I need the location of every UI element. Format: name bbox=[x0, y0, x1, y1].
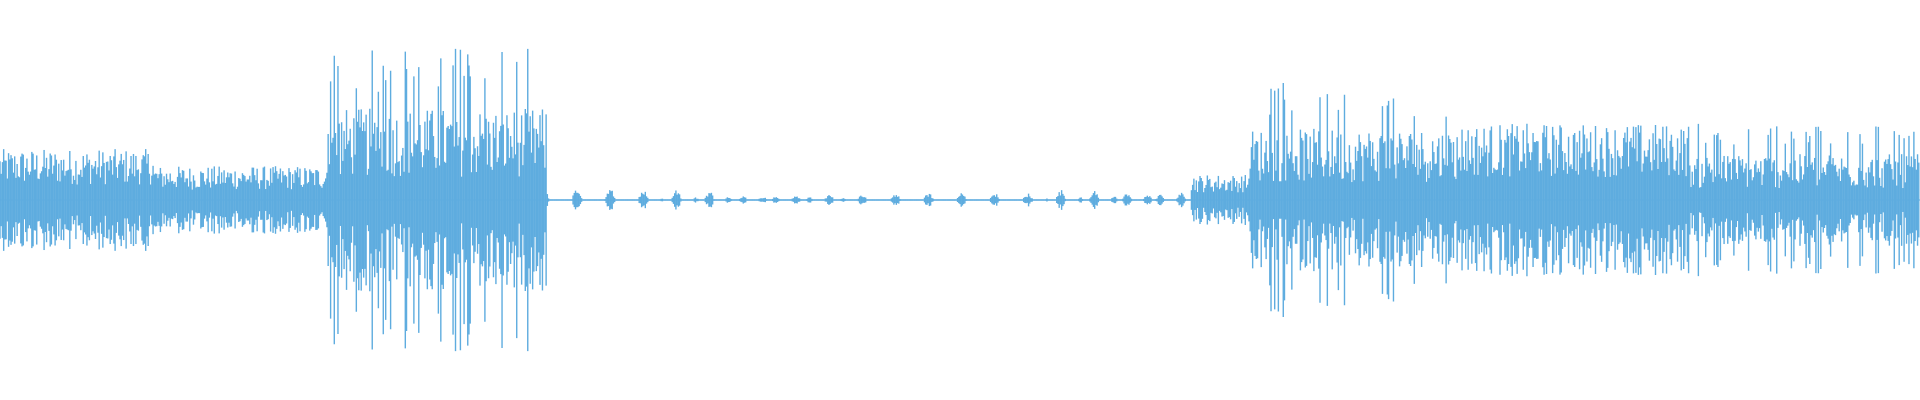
waveform-bars bbox=[0, 48, 1920, 352]
